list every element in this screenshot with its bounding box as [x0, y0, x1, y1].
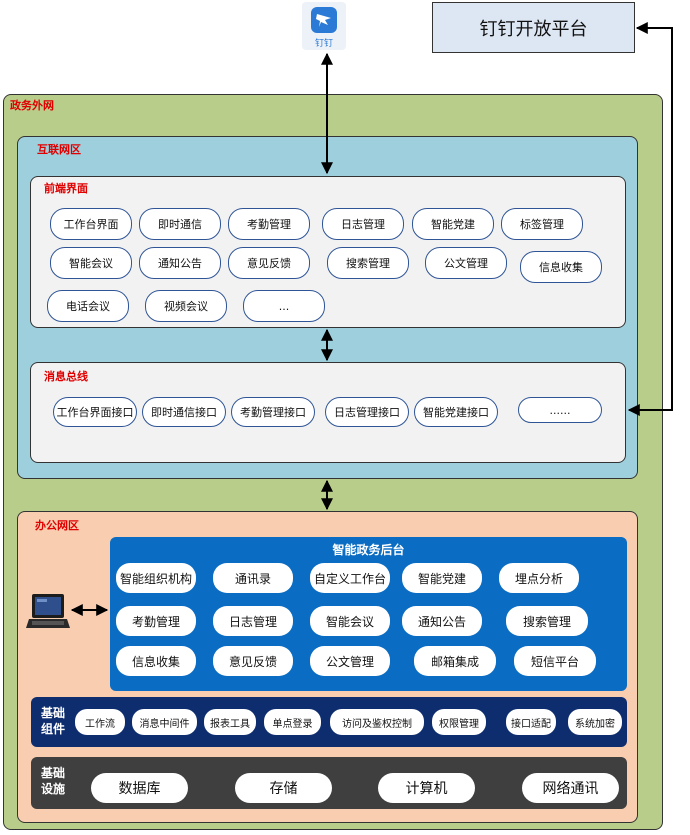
- frontend-item-more[interactable]: ...: [243, 290, 325, 322]
- backend-item-contacts[interactable]: 通讯录: [213, 563, 293, 593]
- component-access-control[interactable]: 访问及鉴权控制: [330, 709, 424, 735]
- frontend-item-meeting[interactable]: 智能会议: [50, 247, 132, 279]
- backend-item-search[interactable]: 搜索管理: [506, 606, 588, 636]
- dingtalk-app-icon[interactable]: 钉钉: [302, 2, 346, 50]
- backend-item-notice[interactable]: 通知公告: [402, 606, 482, 636]
- external-network-label: 政务外网: [10, 99, 54, 112]
- backend-title: 智能政务后台: [332, 543, 405, 557]
- office-zone-label: 办公网区: [35, 519, 79, 532]
- frontend-item-workbench[interactable]: 工作台界面: [50, 208, 132, 240]
- infra-computer[interactable]: 计算机: [378, 773, 475, 803]
- components-title-line2: 组件: [41, 722, 66, 736]
- dingtalk-logo-label: 钉钉: [314, 39, 333, 49]
- frontend-item-tag[interactable]: 标签管理: [501, 208, 583, 240]
- backend-item-document[interactable]: 公文管理: [310, 646, 390, 676]
- dingtalk-wing-icon: [316, 14, 331, 27]
- component-workflow[interactable]: 工作流: [75, 709, 125, 735]
- bus-item-log-api[interactable]: 日志管理接口: [325, 397, 409, 427]
- frontend-item-notice[interactable]: 通知公告: [139, 247, 221, 279]
- component-encryption[interactable]: 系统加密: [568, 709, 622, 735]
- laptop-icon[interactable]: [26, 592, 70, 632]
- dingtalk-logo-mark: [311, 7, 337, 33]
- frontend-title: 前端界面: [44, 182, 88, 195]
- internet-zone-label: 互联网区: [37, 143, 81, 156]
- frontend-item-im[interactable]: 即时通信: [139, 208, 221, 240]
- backend-item-attendance[interactable]: 考勤管理: [116, 606, 196, 636]
- components-title-line1: 基础: [41, 706, 66, 720]
- backend-item-feedback[interactable]: 意见反馈: [213, 646, 293, 676]
- backend-item-mail[interactable]: 邮箱集成: [414, 646, 496, 676]
- backend-item-party[interactable]: 智能党建: [402, 563, 482, 593]
- component-report[interactable]: 报表工具: [204, 709, 256, 735]
- frontend-item-video-meeting[interactable]: 视频会议: [145, 290, 227, 322]
- frontend-item-party[interactable]: 智能党建: [412, 208, 494, 240]
- frontend-item-log[interactable]: 日志管理: [322, 208, 404, 240]
- backend-item-analytics[interactable]: 埋点分析: [499, 563, 579, 593]
- frontend-item-search[interactable]: 搜索管理: [327, 247, 409, 279]
- message-bus-title: 消息总线: [44, 370, 88, 383]
- backend-item-sms[interactable]: 短信平台: [514, 646, 596, 676]
- open-platform-title: 钉钉开放平台: [479, 18, 588, 40]
- component-permission[interactable]: 权限管理: [432, 709, 486, 735]
- infra-network[interactable]: 网络通讯: [522, 773, 619, 803]
- frontend-item-feedback[interactable]: 意见反馈: [228, 247, 310, 279]
- bus-item-attendance-api[interactable]: 考勤管理接口: [231, 397, 315, 427]
- infra-database[interactable]: 数据库: [91, 773, 188, 803]
- backend-item-meeting[interactable]: 智能会议: [310, 606, 390, 636]
- backend-item-info-collect[interactable]: 信息收集: [116, 646, 196, 676]
- bus-item-party-api[interactable]: 智能党建接口: [414, 397, 498, 427]
- infra-title-line1: 基础: [41, 766, 66, 780]
- frontend-item-phone-meeting[interactable]: 电话会议: [47, 290, 129, 322]
- infra-storage[interactable]: 存储: [235, 773, 332, 803]
- backend-item-org[interactable]: 智能组织机构: [116, 563, 196, 593]
- bus-item-more[interactable]: ......: [518, 397, 602, 423]
- backend-item-custom-workbench[interactable]: 自定义工作台: [310, 563, 390, 593]
- component-interface-adapter[interactable]: 接口适配: [506, 709, 556, 735]
- frontend-item-attendance[interactable]: 考勤管理: [228, 208, 310, 240]
- open-platform-box[interactable]: 钉钉开放平台: [432, 2, 635, 53]
- bus-item-workbench-api[interactable]: 工作台界面接口: [53, 397, 137, 427]
- component-sso[interactable]: 单点登录: [264, 709, 321, 735]
- backend-item-log[interactable]: 日志管理: [213, 606, 293, 636]
- bus-item-im-api[interactable]: 即时通信接口: [142, 397, 226, 427]
- frontend-item-info-collect[interactable]: 信息收集: [520, 251, 602, 283]
- frontend-item-document[interactable]: 公文管理: [425, 247, 507, 279]
- infra-title-line2: 设施: [41, 782, 66, 796]
- component-mq[interactable]: 消息中间件: [132, 709, 197, 735]
